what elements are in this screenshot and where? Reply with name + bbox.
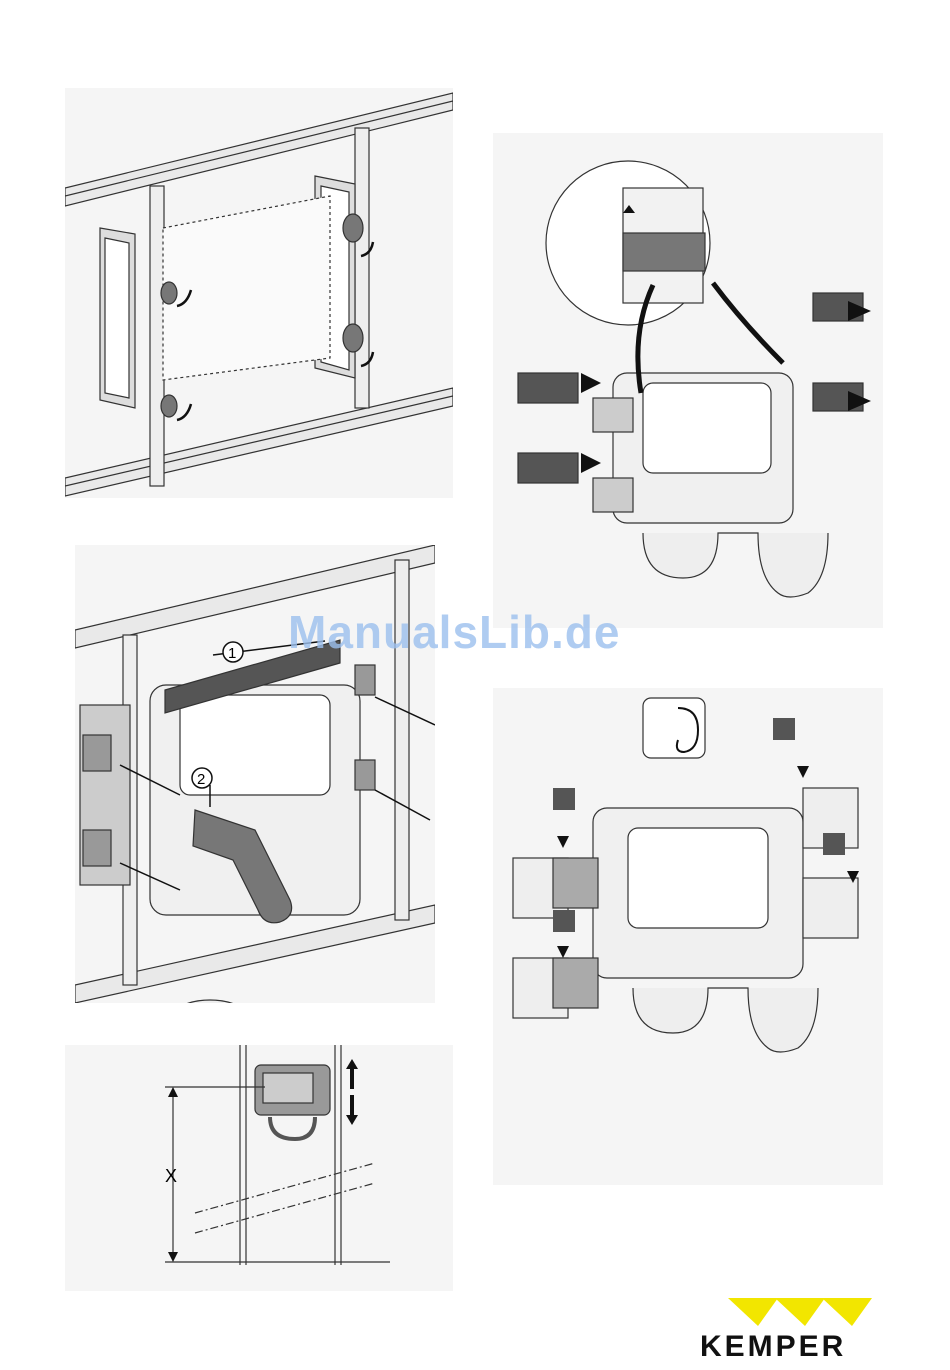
kemper-stripes-icon — [700, 1296, 895, 1330]
callout-one-label: 1 — [228, 645, 236, 662]
clip-insertion-illustration — [493, 688, 883, 1185]
callout-two-label: 2 — [197, 771, 205, 788]
height-dimension-illustration: X — [65, 1045, 453, 1291]
step-panel-clip-insertion — [493, 688, 883, 1185]
clip-removal-illustration — [493, 133, 883, 628]
step-panel-clip-removal — [493, 133, 883, 628]
kemper-logo: KEMPER — [700, 1296, 895, 1362]
frame-mounting-illustration — [65, 88, 453, 498]
manualslib-watermark: ManualsLib.de — [288, 605, 620, 659]
step-panel-height-dimension: X — [65, 1045, 453, 1291]
brand-name: KEMPER — [700, 1330, 846, 1364]
dimension-x-label: X — [165, 1166, 177, 1186]
step-panel-frame-mounting — [65, 88, 453, 498]
